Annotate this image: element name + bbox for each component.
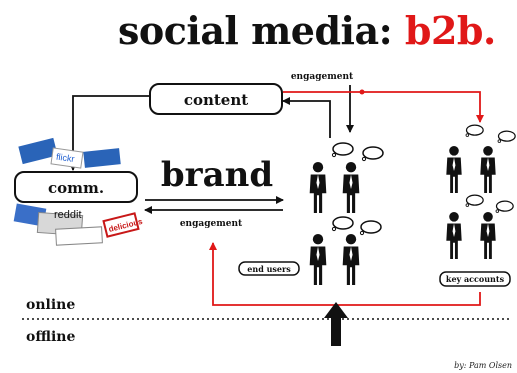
end-users-node — [238, 261, 300, 276]
speech-bubble-icon — [361, 146, 384, 162]
speech-bubble-icon — [331, 142, 354, 158]
flickr-logo: flickr — [55, 152, 75, 164]
social-logo-collage: flickr delicious reddit — [13, 137, 144, 246]
person-icon — [480, 146, 496, 194]
engagement-mid-label: engagement — [180, 219, 243, 229]
red-content-to-key-accounts-arrow — [283, 91, 484, 123]
person-icon — [309, 162, 327, 213]
speech-bubble-icon — [331, 216, 354, 232]
comm-node — [14, 171, 138, 203]
end-users-label: end users — [247, 264, 291, 274]
person-icon — [446, 212, 462, 260]
content-to-comm-arrow — [69, 95, 150, 171]
comm-label: comm. — [48, 179, 104, 197]
speech-bubble-icon — [495, 200, 514, 214]
person-icon — [480, 212, 496, 260]
offline-up-arrow — [324, 302, 348, 346]
people-to-content-arrow — [282, 97, 331, 138]
title-accent: b2b. — [404, 8, 496, 53]
speech-bubble-icon — [465, 124, 484, 138]
key-accounts-label: key accounts — [446, 274, 505, 284]
person-icon — [342, 234, 360, 285]
person-icon — [309, 234, 327, 285]
content-node — [149, 83, 283, 115]
credit: by: Pam Olsen — [454, 361, 512, 370]
speech-bubble-icon — [497, 130, 516, 144]
content-label: content — [184, 91, 248, 109]
speech-bubble-icon — [359, 220, 382, 236]
page-title: social media: b2b. — [118, 8, 496, 53]
title-main: social media: — [118, 8, 393, 53]
offline-label: offline — [26, 329, 75, 345]
person-icon — [446, 146, 462, 194]
red-bottom-loop-arrow — [209, 242, 481, 306]
key-accounts-node — [439, 271, 511, 287]
engagement-top-label: engagement — [291, 72, 354, 82]
brand-label: brand — [161, 155, 273, 195]
person-icon — [342, 162, 360, 213]
reddit-logo: reddit — [54, 209, 82, 221]
speech-bubble-icon — [465, 194, 484, 208]
online-label: online — [26, 297, 75, 313]
